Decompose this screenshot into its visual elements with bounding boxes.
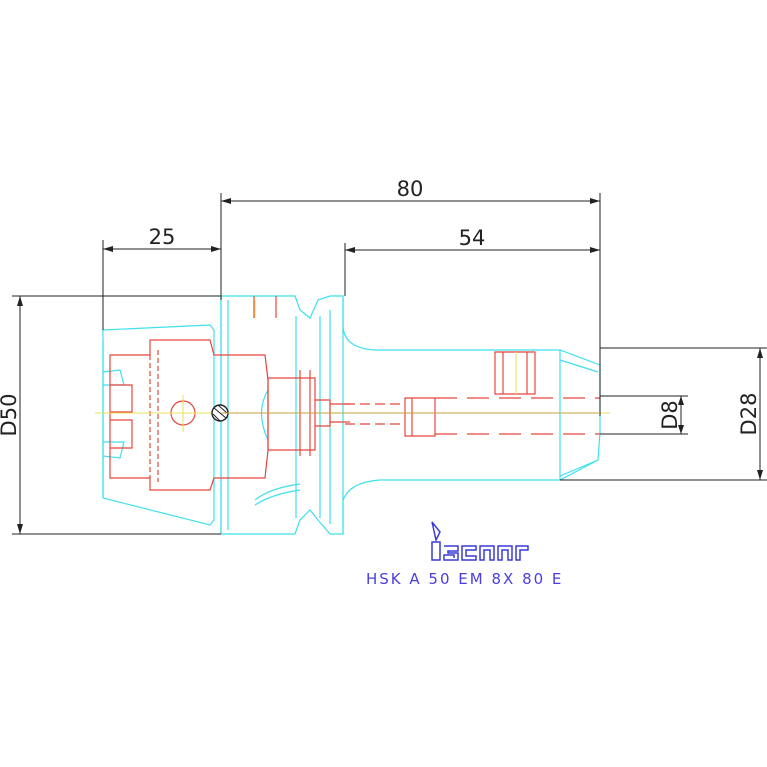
center-line (95, 300, 610, 432)
dimension-arrows (17, 198, 763, 534)
internal-parts (109, 296, 600, 491)
dimension-d28-label: D28 (737, 393, 761, 436)
holder-outline (102, 295, 601, 535)
dimension-d50-label: D50 (0, 394, 21, 437)
dimension-d8-label: D8 (658, 400, 682, 430)
dimension-25-label: 25 (149, 225, 176, 249)
tool-designation: HSK A 50 EM 8X 80 E (366, 570, 563, 588)
dimension-80-label: 80 (397, 177, 424, 201)
dimension-lines (12, 193, 767, 535)
brand-logo (431, 521, 529, 561)
dimension-54-label: 54 (459, 226, 486, 250)
